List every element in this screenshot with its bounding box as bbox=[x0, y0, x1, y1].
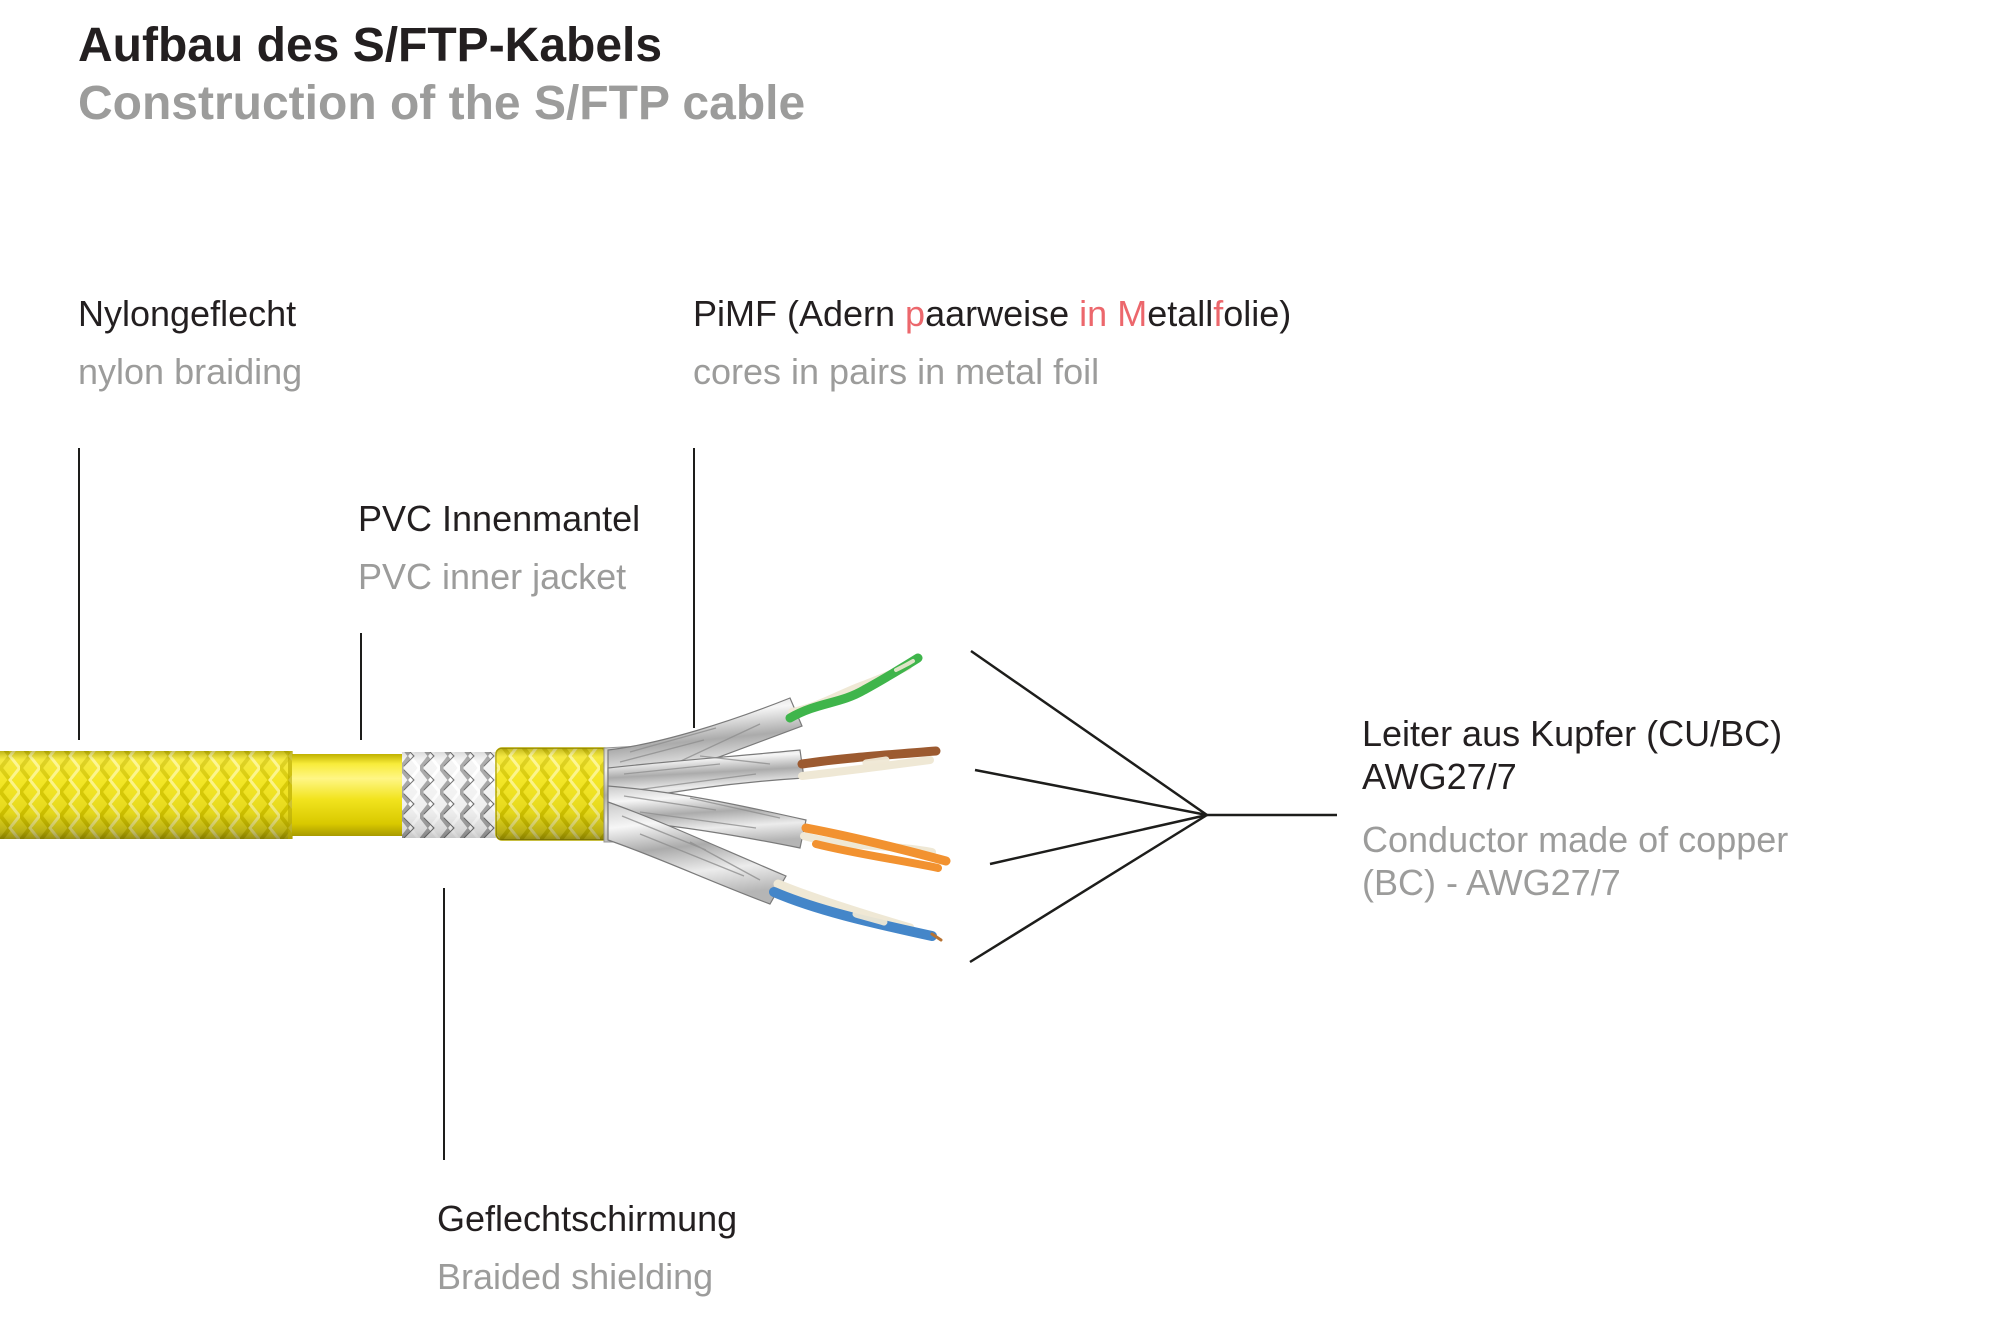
label-conductor-en-2: (BC) - AWG27/7 bbox=[1362, 862, 1621, 903]
foiled-pair-orange bbox=[607, 785, 951, 872]
fan-line-blue-pair bbox=[969, 813, 1208, 964]
wire-brown bbox=[797, 746, 941, 769]
label-pimf-de: PiMF (Adern paarweise in Metallfolie) bbox=[693, 293, 1292, 334]
wire-blue bbox=[769, 887, 937, 941]
header: Aufbau des S/FTP-Kabels Construction of … bbox=[78, 18, 805, 132]
label-shield-de: Geflechtschirmung bbox=[437, 1198, 738, 1239]
label-nylon-de: Nylongeflecht bbox=[78, 293, 297, 334]
label-pvc-de: PVC Innenmantel bbox=[358, 498, 641, 539]
nylon-braid-ring-segment bbox=[495, 747, 611, 841]
foiled-pair-blue bbox=[607, 801, 943, 942]
wire-orange-2 bbox=[812, 840, 942, 872]
pvc-inner-jacket-segment bbox=[292, 754, 402, 836]
label-pimf-en: cores in pairs in metal foil bbox=[693, 351, 1100, 392]
wire-orange bbox=[801, 823, 951, 866]
label-nylon-braiding: Nylongeflecht nylon braiding bbox=[78, 292, 302, 393]
label-braided-shielding: Geflechtschirmung Braided shielding bbox=[437, 1197, 737, 1298]
wire-white bbox=[798, 756, 934, 780]
leader-lines bbox=[78, 448, 695, 1160]
cable-body bbox=[0, 653, 951, 942]
label-pimf: PiMF (Adern paarweise in Metallfolie) co… bbox=[693, 292, 1291, 393]
copper-tip bbox=[930, 932, 943, 942]
braided-shielding-segment bbox=[402, 752, 496, 838]
label-conductor-en-1: Conductor made of copper bbox=[1362, 819, 1789, 860]
page-title-en: Construction of the S/FTP cable bbox=[78, 77, 806, 130]
conductor-fan-lines bbox=[969, 649, 1337, 964]
label-nylon-en: nylon braiding bbox=[78, 351, 303, 392]
label-conductor: Leiter aus Kupfer (CU/BC) AWG27/7 Conduc… bbox=[1362, 712, 1788, 904]
label-pvc-inner-jacket: PVC Innenmantel PVC inner jacket bbox=[358, 497, 640, 598]
page-title-de: Aufbau des S/FTP-Kabels bbox=[78, 19, 663, 72]
fan-line-orange-pair bbox=[989, 813, 1208, 866]
label-pvc-en: PVC inner jacket bbox=[358, 556, 627, 597]
foiled-pair-brown bbox=[607, 746, 941, 805]
label-conductor-de-2: AWG27/7 bbox=[1362, 756, 1517, 797]
label-shield-en: Braided shielding bbox=[437, 1256, 714, 1297]
fan-line-brown-pair bbox=[974, 768, 1208, 817]
label-conductor-de-1: Leiter aus Kupfer (CU/BC) bbox=[1362, 713, 1783, 754]
nylon-braiding-segment bbox=[0, 751, 293, 839]
fan-line-green-pair bbox=[970, 649, 1337, 817]
